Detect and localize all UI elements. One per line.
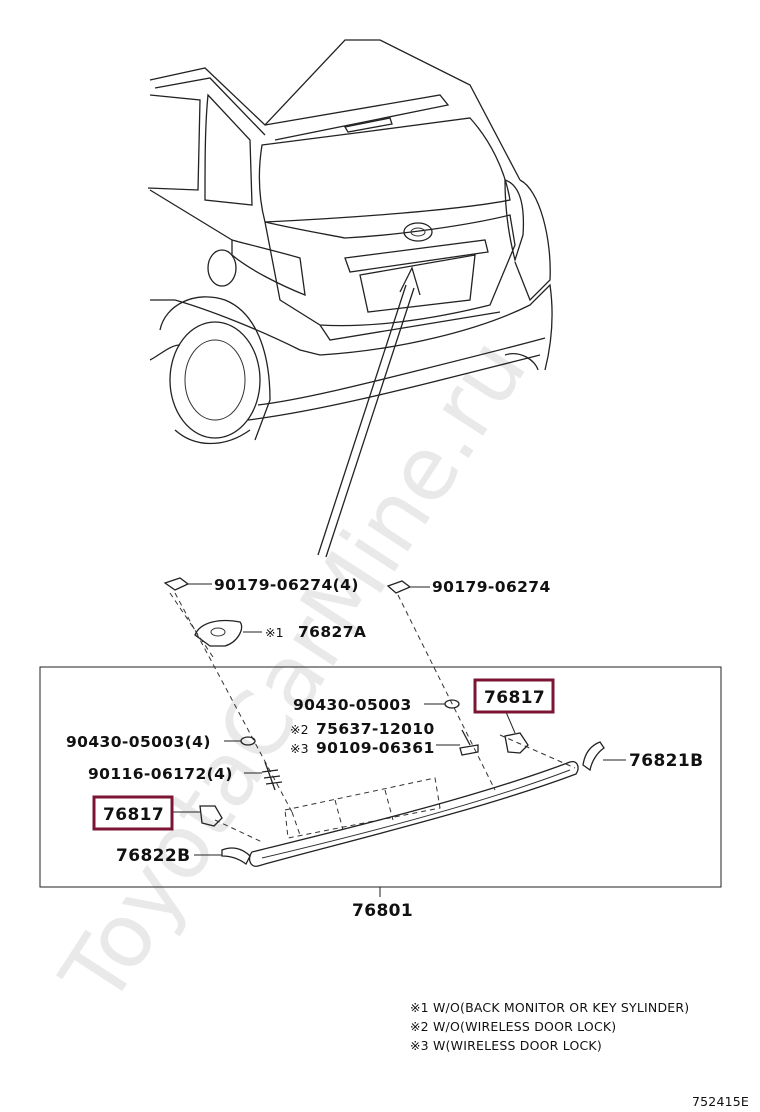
label-bracket: 76827A <box>298 623 366 641</box>
exploded-parts-lower <box>172 699 626 867</box>
highlight-box-right <box>473 678 555 714</box>
car-rear-illustration <box>147 39 553 445</box>
label-bolt-a-mark: ※2 <box>290 722 309 737</box>
highlight-box-left <box>92 795 174 831</box>
label-clip-right-highlight: 76817 <box>484 688 545 708</box>
label-clip-left: 90179-06274(4) <box>214 576 359 594</box>
label-bolt-b: 90109-06361 <box>316 739 435 757</box>
label-stud: 90116-06172(4) <box>88 765 233 783</box>
label-end-right: 76821B <box>629 751 704 771</box>
label-clip-right: 90179-06274 <box>432 578 551 596</box>
watermark: ToyotaCarMine.ru <box>41 321 547 1023</box>
label-nut-right: 90430-05003 <box>293 696 412 714</box>
footnote-3: ※3 W(WIRELESS DOOR LOCK) <box>410 1038 602 1053</box>
callout-labels: 90179-06274(4) 90179-06274 ※1 76827A 904… <box>66 576 704 921</box>
location-arrow <box>317 266 421 558</box>
footnote-2: ※2 W/O(WIRELESS DOOR LOCK) <box>410 1019 616 1034</box>
label-bolt-a: 75637-12010 <box>316 720 435 738</box>
figure-id: 752415E <box>692 1094 749 1109</box>
alignment-lines <box>169 592 576 843</box>
label-nut-left: 90430-05003(4) <box>66 733 211 751</box>
label-end-left: 76822B <box>116 846 191 866</box>
label-bolt-b-mark: ※3 <box>290 741 309 756</box>
exploded-parts-upper <box>163 577 430 647</box>
label-clip-left-highlight: 76817 <box>103 805 164 825</box>
label-assembly: 76801 <box>352 901 413 921</box>
footnotes: ※1 W/O(BACK MONITOR OR KEY SYLINDER) ※2 … <box>410 1000 689 1053</box>
footnote-1: ※1 W/O(BACK MONITOR OR KEY SYLINDER) <box>410 1000 689 1015</box>
label-bracket-mark: ※1 <box>265 625 284 640</box>
